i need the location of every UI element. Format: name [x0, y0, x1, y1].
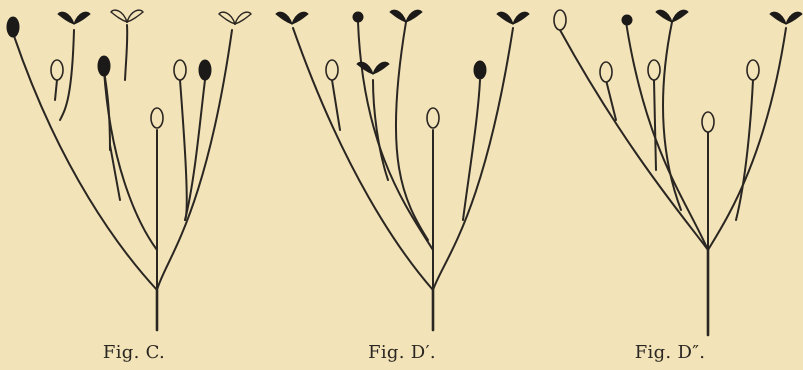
dark-leaf-pair	[656, 10, 688, 22]
figure-d-prime-drawing	[268, 0, 536, 340]
figure-d-double-prime: Fig. D″.	[536, 0, 803, 370]
branch	[433, 28, 513, 290]
figure-d-prime: Fig. D′.	[268, 0, 536, 370]
open-bud	[702, 112, 714, 132]
branch	[125, 25, 127, 80]
figure-d-double-prime-drawing	[536, 0, 803, 340]
figure-d-prime-caption: Fig. D′.	[268, 342, 536, 363]
dark-leaf-pair	[58, 12, 90, 24]
branch	[180, 80, 187, 220]
dark-leaf-pair	[390, 10, 422, 22]
branch	[396, 22, 428, 240]
open-bud	[51, 60, 63, 80]
dark-bud	[7, 17, 19, 37]
figure-d-double-prime-caption: Fig. D″.	[536, 342, 803, 363]
open-bud	[600, 62, 612, 82]
open-bud	[648, 60, 660, 80]
branch	[736, 80, 753, 220]
figure-c: Fig. C.	[0, 0, 268, 370]
dark-bud	[353, 12, 363, 22]
dark-leaf-pair	[497, 12, 529, 24]
open-bud	[326, 60, 338, 80]
branch	[332, 80, 340, 130]
branch	[708, 28, 786, 250]
open-bud	[747, 60, 759, 80]
branch	[104, 70, 110, 150]
branch	[463, 80, 480, 220]
dark-bud	[474, 61, 486, 79]
open-bud	[151, 108, 163, 128]
open-bud	[174, 60, 186, 80]
figure-c-drawing	[0, 0, 268, 340]
open-bud	[554, 10, 566, 30]
dark-bud	[199, 60, 211, 80]
branch	[14, 36, 157, 290]
dark-leaf-pair	[276, 12, 308, 24]
branch	[654, 80, 656, 170]
dark-bud	[98, 56, 110, 76]
open-bud	[427, 108, 439, 128]
dark-bud	[622, 15, 632, 25]
branch	[663, 22, 681, 210]
figure-c-caption: Fig. C.	[0, 342, 268, 363]
open-leaf-pair	[111, 10, 143, 22]
open-leaf-pair	[219, 12, 251, 24]
branch	[110, 145, 120, 200]
dark-leaf-pair	[770, 12, 802, 24]
branch	[55, 80, 57, 100]
